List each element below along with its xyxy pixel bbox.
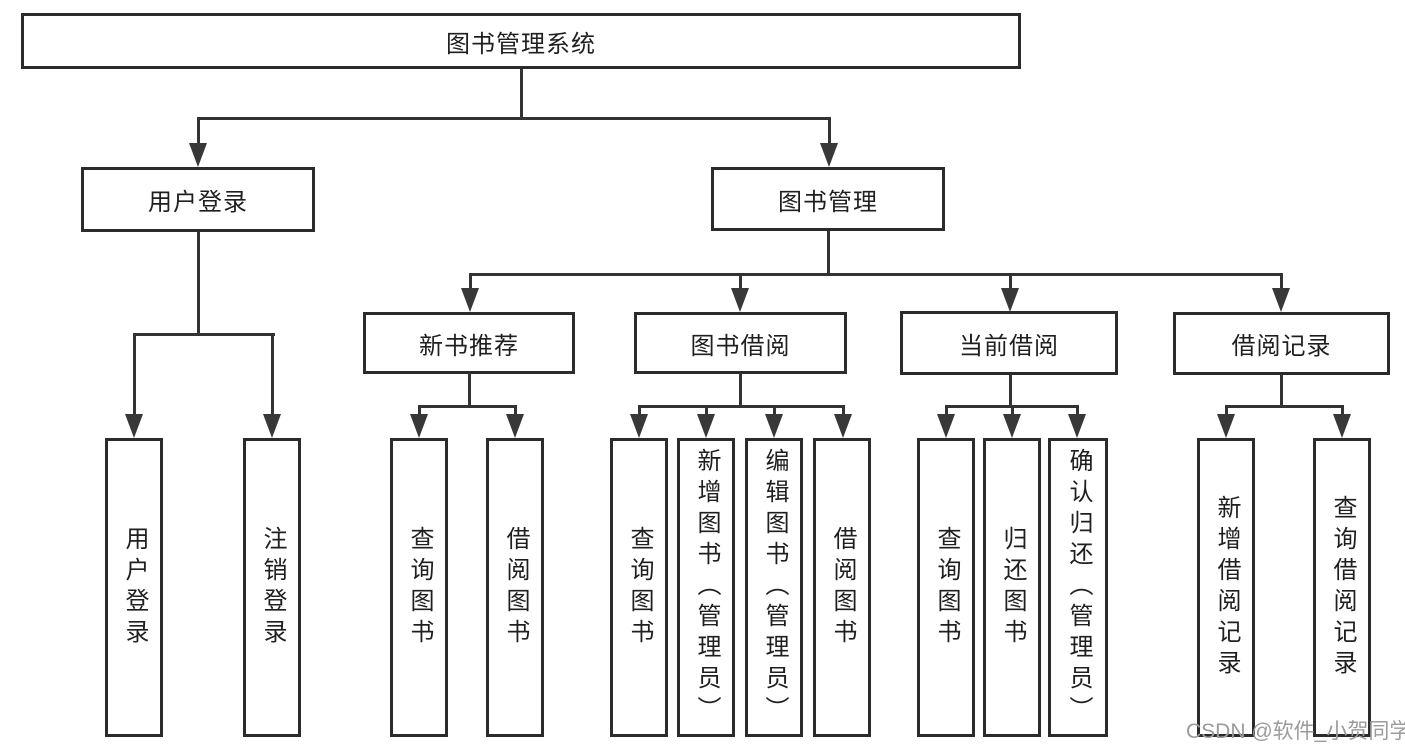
node-user-login-label: 用户登录	[148, 189, 248, 216]
leaf-add-book-admin-label: 新增图书（管理员）	[693, 448, 720, 727]
connector-arrow-line-new-book	[468, 273, 472, 290]
connector-arrow-line-l7	[772, 405, 776, 415]
leaf-query-books-1: 查询图书	[390, 438, 448, 737]
connector-arrow-line-l5	[637, 405, 641, 415]
arrowhead-book-borrow	[731, 288, 749, 312]
arrowhead-leaf-query-2	[630, 414, 648, 438]
connector-arrow-line-book-borrow	[738, 273, 742, 290]
arrowhead-leaf-login	[125, 414, 143, 438]
arrowhead-book-mgmt	[820, 143, 838, 167]
leaf-edit-book-admin: 编辑图书（管理员）	[745, 438, 803, 737]
connector-borrow-records-drop	[1280, 375, 1283, 407]
node-book-management-label: 图书管理	[778, 188, 878, 216]
connector-arrow-line-l6	[704, 405, 708, 415]
connector-arrow-line-book-mgmt	[827, 117, 831, 145]
leaf-borrow-books-1: 借阅图书	[486, 438, 544, 737]
connector-arrow-line-borrow-records	[1279, 273, 1283, 290]
connector-arrow-line-current-borrow	[1008, 273, 1012, 290]
csdn-watermark: CSDN @软件_小贺同学	[1186, 720, 1405, 743]
leaf-confirm-return-admin: 确认归还（管理员）	[1048, 438, 1108, 737]
connector-book-borrow-drop	[739, 373, 742, 407]
node-current-borrow: 当前借阅	[900, 311, 1118, 375]
arrowhead-leaf-add-record	[1217, 414, 1235, 438]
node-new-book-label: 新书推荐	[419, 332, 519, 360]
connector-bus-level2	[196, 117, 831, 120]
node-current-borrow-label: 当前借阅	[959, 332, 1059, 360]
node-root-label: 图书管理系统	[446, 30, 596, 58]
arrowhead-current-borrow	[1001, 288, 1019, 312]
connector-arrow-line-l8	[841, 405, 845, 415]
arrowhead-borrow-records	[1272, 288, 1290, 312]
leaf-query-borrow-record: 查询借阅记录	[1313, 438, 1371, 737]
leaf-borrow-books-2-label: 借阅图书	[829, 525, 856, 650]
leaf-add-borrow-record: 新增借阅记录	[1197, 438, 1255, 737]
leaf-return-book: 归还图书	[983, 438, 1041, 737]
connector-user-login-drop	[196, 232, 200, 336]
leaf-add-book-admin: 新增图书（管理员）	[677, 438, 735, 737]
leaf-query-books-1-label: 查询图书	[406, 525, 433, 650]
connector-root-drop	[519, 69, 523, 117]
arrowhead-leaf-edit-book	[765, 414, 783, 438]
connector-bus-book-borrow	[637, 405, 845, 408]
connector-bus-new-book	[417, 405, 517, 408]
connector-arrow-line-l12	[1224, 405, 1228, 415]
arrowhead-leaf-borrow-2	[834, 414, 852, 438]
leaf-logout: 注销登录	[243, 438, 301, 737]
arrowhead-user-login	[189, 143, 207, 167]
leaf-user-login: 用户登录	[105, 438, 163, 737]
leaf-return-book-label: 归还图书	[999, 525, 1026, 650]
connector-arrow-line-user-login	[196, 117, 200, 145]
connector-bus-borrow-records	[1224, 405, 1344, 408]
leaf-query-books-2: 查询图书	[610, 438, 668, 737]
connector-arrow-line-leaf-logout	[270, 333, 274, 417]
leaf-borrow-books-1-label: 借阅图书	[502, 525, 529, 650]
connector-arrow-line-l11	[1075, 405, 1079, 415]
leaf-query-books-2-label: 查询图书	[626, 525, 653, 650]
arrowhead-leaf-add-book	[697, 414, 715, 438]
arrowhead-leaf-logout	[263, 414, 281, 438]
node-new-book-recommend: 新书推荐	[363, 312, 575, 374]
connector-arrow-line-l3	[417, 405, 421, 415]
leaf-add-borrow-record-label: 新增借阅记录	[1213, 494, 1240, 681]
connector-arrow-line-l13	[1340, 405, 1344, 415]
connector-bus-user-login	[132, 333, 275, 336]
arrowhead-leaf-query-3	[937, 414, 955, 438]
connector-new-book-drop	[467, 373, 471, 407]
connector-arrow-line-l9	[944, 405, 948, 415]
node-user-login: 用户登录	[81, 167, 315, 232]
node-book-borrow-label: 图书借阅	[690, 332, 791, 360]
arrowhead-leaf-confirm-return	[1068, 414, 1086, 438]
connector-book-mgmt-drop	[826, 231, 830, 275]
arrowhead-new-book	[461, 288, 479, 312]
arrowhead-leaf-return	[1003, 414, 1021, 438]
leaf-user-login-label: 用户登录	[121, 525, 148, 650]
arrowhead-leaf-borrow-1	[506, 414, 524, 438]
leaf-borrow-books-2: 借阅图书	[813, 438, 871, 737]
leaf-logout-label: 注销登录	[259, 525, 286, 650]
connector-arrow-line-l4	[513, 405, 517, 415]
leaf-query-borrow-record-label: 查询借阅记录	[1329, 494, 1356, 681]
connector-bus-level3	[468, 273, 1283, 276]
node-root-library-system: 图书管理系统	[21, 13, 1021, 69]
leaf-query-books-3: 查询图书	[917, 438, 975, 737]
connector-current-borrow-drop	[1008, 375, 1012, 407]
node-book-management: 图书管理	[711, 167, 945, 231]
leaf-edit-book-admin-label: 编辑图书（管理员）	[761, 448, 788, 727]
node-borrow-records: 借阅记录	[1173, 312, 1390, 375]
node-borrow-records-label: 借阅记录	[1231, 333, 1332, 360]
arrowhead-leaf-query-1	[410, 414, 428, 438]
leaf-query-books-3-label: 查询图书	[933, 525, 960, 650]
leaf-confirm-return-admin-label: 确认归还（管理员）	[1065, 448, 1092, 727]
arrowhead-leaf-query-record	[1333, 414, 1351, 438]
node-book-borrow: 图书借阅	[634, 312, 847, 374]
connector-arrow-line-l10	[1010, 405, 1014, 415]
connector-arrow-line-leaf-login	[132, 333, 136, 417]
